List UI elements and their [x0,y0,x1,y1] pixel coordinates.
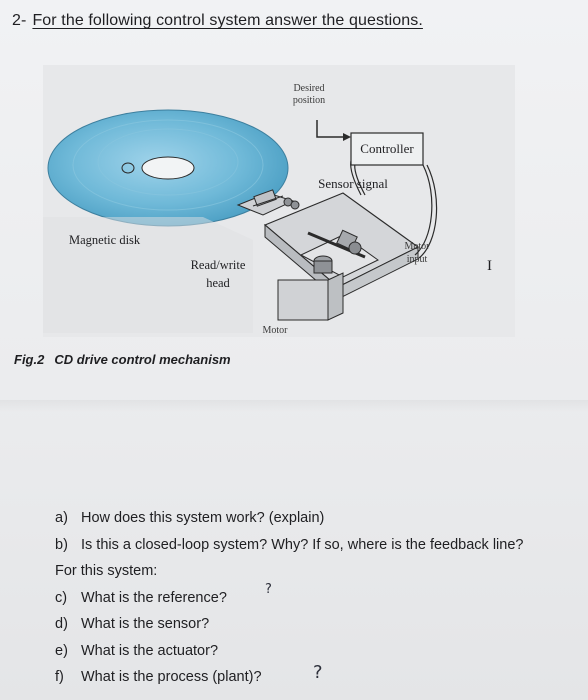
question-letter: e) [55,642,68,659]
label-desired-position-line1: Desired [293,83,324,94]
question-text: What is the reference? [81,589,227,606]
figure-caption: Fig.2 CD drive control mechanism [14,352,231,367]
question-item-e: e) What is the actuator? [55,638,585,665]
question-number: 2- [12,12,27,29]
question-text: Is this a closed-loop system? Why? If so… [81,536,524,553]
figure-caption-text: CD drive control mechanism [54,352,231,367]
question-text: What is the process (plant)? [81,669,262,685]
controller-box [350,132,424,166]
handwritten-question-mark: ? [265,581,272,597]
label-controller: Controller [360,141,414,156]
motor-platform-graphic [263,192,420,321]
magnetic-disk-graphic [47,109,289,227]
question-item-d: d) What is the sensor? [55,611,585,638]
question-item-b: b) Is this a closed-loop system? Why? If … [55,532,585,559]
question-letter: a) [55,510,68,526]
question-text: What is the actuator? [81,642,219,659]
question-item-f: f) What is the process (plant)? ? [55,662,585,691]
handwritten-question-mark: ? [313,662,323,683]
question-letter: c) [55,589,68,606]
label-magnetic-disk: Magnetic disk [69,233,141,247]
label-motor-input-line1: Motor [405,241,431,252]
label-read-write-head-line1: Read/write [191,258,246,272]
figure-cd-drive: Desired position Controller Sensor signa… [43,65,515,337]
stray-mark: I [487,258,492,274]
figure-caption-label: Fig.2 [14,352,45,367]
label-read-write-head-line2: head [206,276,230,290]
question-title: For the following control system answer … [32,12,423,29]
label-motor-input-line2: input [407,254,428,265]
question-letter: b) [55,536,68,553]
question-letter: f) [55,669,64,685]
read-write-head-graphic [236,189,300,216]
question-list: a) How does this system work? (explain) b… [55,505,585,691]
label-desired-position-line2: position [293,95,325,106]
desired-position-arrow [316,120,351,141]
question-letter: d) [55,616,68,632]
question-intro: For this system: [55,563,158,579]
question-text: What is the sensor? [81,616,210,632]
question-item-a: a) How does this system work? (explain) [55,505,585,532]
question-heading: 2- For the following control system answe… [12,12,423,30]
label-motor: Motor [263,325,289,336]
question-text: How does this system work? (explain) [81,510,325,526]
page-divider [0,400,588,412]
question-item-c: c) What is the reference? ? [55,582,585,612]
label-sensor-signal: Sensor signal [318,176,388,191]
